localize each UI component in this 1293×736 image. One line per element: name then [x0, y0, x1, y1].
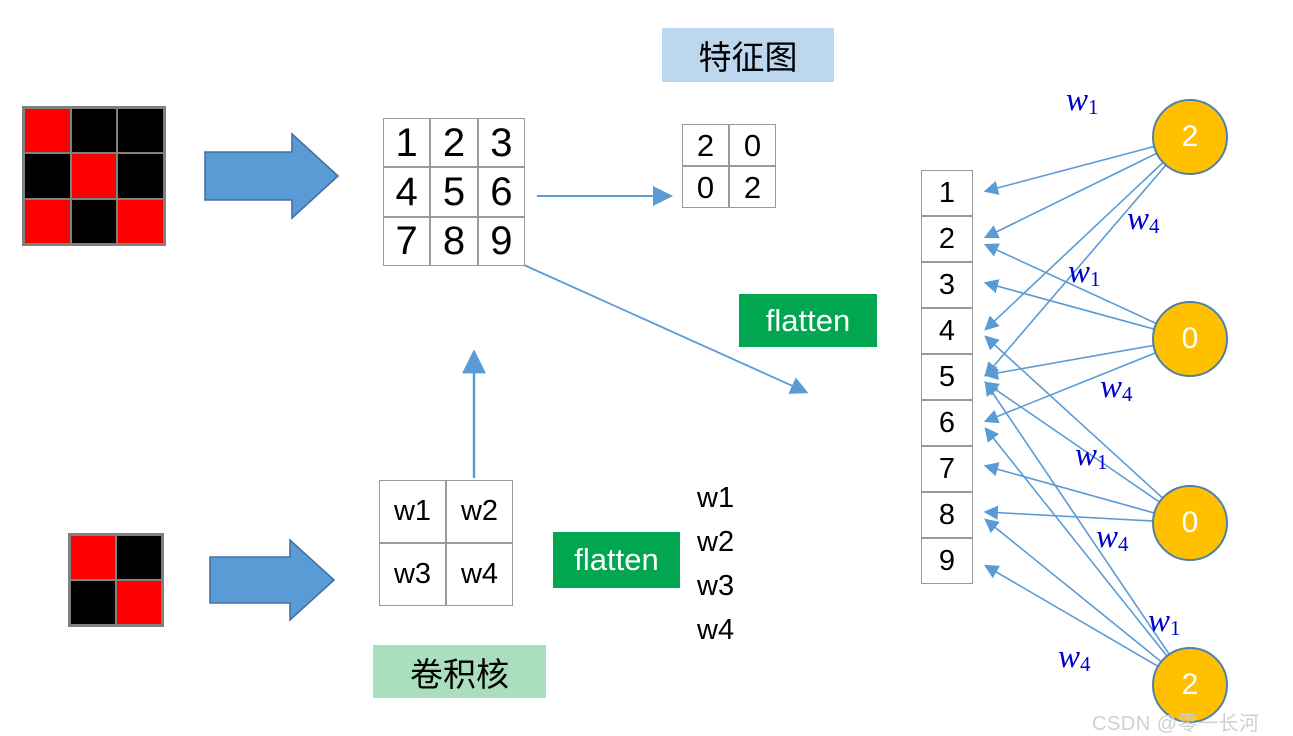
- kernel-image-grid: [68, 533, 164, 627]
- weight-label: w1: [1066, 84, 1099, 118]
- weight-sub: 1: [1088, 95, 1099, 119]
- feature-map-cell: 1: [383, 118, 431, 168]
- feature-map-cell: 3: [477, 118, 525, 168]
- flattened-cell: 4: [921, 308, 973, 354]
- kernel-cell: w4: [446, 543, 513, 606]
- weight-base: w: [1066, 82, 1089, 118]
- pooled-cell: 0: [729, 124, 776, 166]
- flattened-vector-column: 1 2 3 4 5 6 7 8 9: [921, 170, 973, 584]
- weight-list: w1 w2 w3 w4: [697, 476, 734, 652]
- flatten-label-bottom: flatten: [553, 532, 680, 588]
- weight-base: w: [1148, 603, 1171, 639]
- neuron-node[interactable]: 0: [1152, 485, 1228, 561]
- weight-list-item: w2: [697, 526, 735, 558]
- feature-map-cell: 8: [430, 216, 478, 266]
- feature-map-cell: 2: [430, 118, 478, 168]
- watermark: CSDN @零一长河: [1092, 713, 1260, 735]
- weight-base: w: [1058, 639, 1081, 675]
- pixel-cell: [116, 580, 162, 625]
- flattened-cell: 6: [921, 400, 973, 446]
- neuron-node[interactable]: 0: [1152, 301, 1228, 377]
- weight-sub: 4: [1149, 214, 1160, 238]
- weight-label: w1: [1068, 256, 1101, 290]
- pixel-cell: [70, 108, 118, 154]
- pooled-cell: 0: [682, 166, 729, 208]
- feature-map-cell: 6: [477, 167, 525, 217]
- flattened-cell: 7: [921, 446, 973, 492]
- weight-label: w4: [1058, 641, 1091, 675]
- weight-base: w: [1096, 519, 1119, 555]
- pixel-cell: [70, 198, 118, 244]
- pixel-cell: [70, 535, 116, 580]
- feature-map-cell: 5: [430, 167, 478, 217]
- kernel-cell: w1: [379, 480, 446, 543]
- pooled-cell: 2: [729, 166, 776, 208]
- weight-label: w4: [1100, 371, 1133, 405]
- pixel-cell: [117, 108, 164, 154]
- flattened-cell: 2: [921, 216, 973, 262]
- pixel-cell: [24, 108, 71, 154]
- feature-map-label: 特征图: [662, 28, 834, 82]
- pixel-cell: [70, 153, 118, 199]
- weight-label: w1: [1075, 439, 1108, 473]
- weight-sub: 4: [1080, 652, 1091, 676]
- pixel-cell: [24, 198, 71, 244]
- weight-sub: 1: [1090, 267, 1101, 291]
- weight-sub: 4: [1118, 532, 1129, 556]
- feature-map-cell: 4: [383, 167, 431, 217]
- pixel-cell: [116, 535, 162, 580]
- weight-base: w: [1068, 254, 1091, 290]
- weight-sub: 1: [1170, 616, 1181, 640]
- block-arrow-top: [204, 132, 340, 220]
- weight-sub: 4: [1122, 382, 1133, 406]
- kernel-cell: w2: [446, 480, 513, 543]
- weight-base: w: [1075, 437, 1098, 473]
- weight-label: w4: [1127, 203, 1160, 237]
- weight-label: w4: [1096, 521, 1129, 555]
- pixel-cell: [70, 580, 116, 625]
- neuron-node[interactable]: 2: [1152, 99, 1228, 175]
- kernel-label: 卷积核: [373, 645, 546, 698]
- weight-base: w: [1127, 201, 1150, 237]
- flattened-cell: 8: [921, 492, 973, 538]
- input-image-grid: [22, 106, 166, 246]
- weight-sub: 1: [1097, 450, 1108, 474]
- feature-map-cell: 9: [477, 216, 525, 266]
- flattened-cell: 5: [921, 354, 973, 400]
- pixel-cell: [117, 153, 164, 199]
- flattened-cell: 3: [921, 262, 973, 308]
- flattened-cell: 9: [921, 538, 973, 584]
- flattened-cell: 1: [921, 170, 973, 216]
- pooled-map-grid: 2 0 0 2: [682, 124, 776, 208]
- weight-label: w1: [1148, 605, 1181, 639]
- feature-map-grid: 1 2 3 4 5 6 7 8 9: [383, 118, 525, 266]
- weight-list-item: w1: [697, 482, 735, 514]
- pixel-cell: [117, 198, 164, 244]
- flatten-label-top: flatten: [739, 294, 877, 347]
- weight-list-item: w4: [697, 614, 735, 646]
- kernel-cell: w3: [379, 543, 446, 606]
- weight-base: w: [1100, 369, 1123, 405]
- neuron-node[interactable]: 2: [1152, 647, 1228, 723]
- weight-list-item: w3: [697, 570, 735, 602]
- pixel-cell: [24, 153, 71, 199]
- kernel-weight-grid: w1 w2 w3 w4: [379, 480, 513, 606]
- block-arrow-bottom: [209, 538, 336, 622]
- feature-map-cell: 7: [383, 216, 431, 266]
- pooled-cell: 2: [682, 124, 729, 166]
